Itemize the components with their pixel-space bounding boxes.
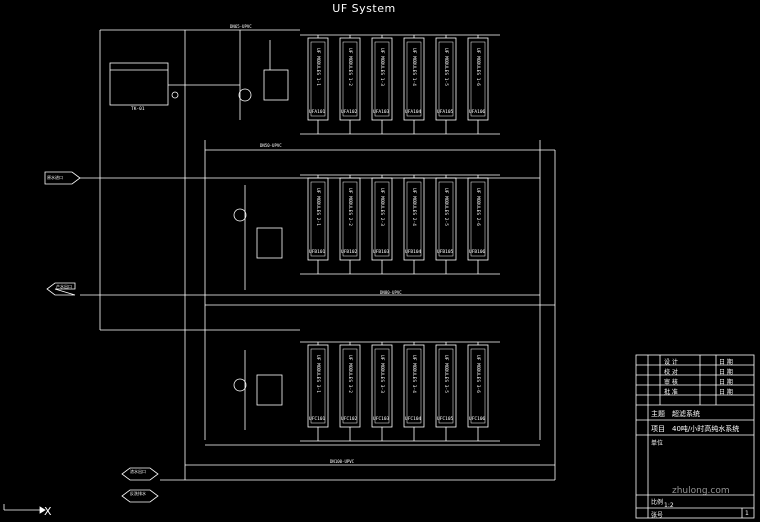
uf-module-label-2-1: UF MODULES 2-1 xyxy=(315,188,320,226)
uf-module-tag-1-6: UFA106 xyxy=(469,110,486,115)
axis-x-label: X xyxy=(44,505,52,518)
uf-module-core-2-5 xyxy=(438,181,454,257)
uf-module-tag-3-1: UFC101 xyxy=(309,417,326,422)
uf-module-label-2-4: UF MODULES 2-4 xyxy=(411,188,416,226)
tb-topic-label: 主题 xyxy=(651,410,665,418)
pump-2 xyxy=(233,208,247,222)
uf-module-tag-3-4: UFC104 xyxy=(405,417,422,422)
uf-module-tag-1-3: UFA103 xyxy=(373,110,390,115)
uf-module-core-3-5 xyxy=(438,348,454,424)
pipe-note-4: DN100-UPVC xyxy=(330,459,355,464)
uf-module-label-3-6: UF MODULES 3-6 xyxy=(475,355,480,393)
uf-module-tag-3-5: UFC105 xyxy=(437,417,454,422)
skid-2 xyxy=(256,227,283,259)
uf-module-label-1-3: UF MODULES 1-3 xyxy=(379,48,384,86)
diagram-title: UF System xyxy=(332,2,396,15)
uf-module-core-2-2 xyxy=(342,181,358,257)
uf-module-core-1-6 xyxy=(470,41,486,117)
tb-scale-value: 1:2 xyxy=(664,502,674,509)
uf-module-label-1-2: UF MODULES 1-2 xyxy=(347,48,352,86)
tb-row-4b: 日 期 xyxy=(719,389,733,396)
tb-row-1b: 日 期 xyxy=(719,359,733,366)
uf-module-label-1-6: UF MODULES 1-6 xyxy=(475,48,480,86)
uf-module-label-2-5: UF MODULES 2-5 xyxy=(443,188,448,226)
uf-module-core-2-4 xyxy=(406,181,422,257)
uf-module-label-1-4: UF MODULES 1-4 xyxy=(411,48,416,86)
outlet-arrow-mid xyxy=(46,282,76,296)
outlet-label-bot1: 浓水出口 xyxy=(130,469,146,474)
uf-module-label-2-2: UF MODULES 2-2 xyxy=(347,188,352,226)
uf-module-label-1-1: UF MODULES 1-1 xyxy=(315,48,320,86)
uf-module-label-2-3: UF MODULES 2-3 xyxy=(379,188,384,226)
tb-project-value: 40吨/小时高纯水系统 xyxy=(672,425,740,433)
pump-1 xyxy=(238,88,252,102)
uf-module-label-3-3: UF MODULES 3-3 xyxy=(379,355,384,393)
uf-module-tag-3-2: UFC102 xyxy=(341,417,358,422)
pipe-note-1: DN65-UPVC xyxy=(230,24,252,29)
inlet-label: 原水进口 xyxy=(47,175,63,180)
pipe-note-3: DN80-UPVC xyxy=(380,290,402,295)
uf-module-tag-2-3: UFB103 xyxy=(373,250,390,255)
tb-unit-label: 单位 xyxy=(651,440,664,447)
outlet-arrow-bot2 xyxy=(121,489,159,503)
uf-module-core-1-2 xyxy=(342,41,358,117)
outlet-label-mid: 产水出口 xyxy=(56,284,72,289)
uf-module-core-3-6 xyxy=(470,348,486,424)
skid-1 xyxy=(263,69,289,101)
watermark: zhulong.com xyxy=(672,486,730,496)
tb-sheet-value: 1 xyxy=(745,510,749,517)
uf-module-tag-1-4: UFA104 xyxy=(405,110,422,115)
tank-box xyxy=(109,62,169,106)
tb-row-4a: 批 准 xyxy=(664,389,678,396)
uf-module-core-1-1 xyxy=(310,41,326,117)
uf-module-tag-1-2: UFA102 xyxy=(341,110,358,115)
outlet-label-bot2: 反洗排水 xyxy=(130,491,146,496)
uf-module-tag-3-3: UFC103 xyxy=(373,417,390,422)
pipe-note-2: DN50-UPVC xyxy=(260,143,282,148)
tb-scale-label: 比例 xyxy=(651,499,664,506)
uf-module-core-3-3 xyxy=(374,348,390,424)
uf-module-tag-1-5: UFA105 xyxy=(437,110,454,115)
uf-module-core-1-3 xyxy=(374,41,390,117)
tb-sheet-label: 张号 xyxy=(651,512,664,519)
skid-3 xyxy=(256,374,283,406)
uf-module-tag-1-1: UFA101 xyxy=(309,110,326,115)
pump-3 xyxy=(233,378,247,392)
tb-topic-value: 超滤系统 xyxy=(672,410,700,418)
outlet-arrow-bot1 xyxy=(121,467,159,481)
uf-module-core-3-1 xyxy=(310,348,326,424)
tb-row-3a: 审 核 xyxy=(664,379,678,386)
uf-module-tag-2-4: UFB104 xyxy=(405,250,422,255)
uf-module-label-3-5: UF MODULES 3-5 xyxy=(443,355,448,393)
uf-module-tag-2-1: UFB101 xyxy=(309,250,326,255)
uf-module-tag-2-5: UFB105 xyxy=(437,250,454,255)
uf-module-core-2-1 xyxy=(310,181,326,257)
uf-module-label-3-4: UF MODULES 3-4 xyxy=(411,355,416,393)
title-block-frame xyxy=(635,354,755,519)
tb-row-2b: 日 期 xyxy=(719,369,733,376)
uf-module-core-3-2 xyxy=(342,348,358,424)
uf-module-core-2-3 xyxy=(374,181,390,257)
uf-module-tag-2-6: UFB106 xyxy=(469,250,486,255)
tb-row-2a: 校 对 xyxy=(664,369,678,376)
uf-module-tag-2-2: UFB102 xyxy=(341,250,358,255)
tb-row-1a: 设 计 xyxy=(664,359,678,366)
uf-module-label-1-5: UF MODULES 1-5 xyxy=(443,48,448,86)
uf-module-core-1-4 xyxy=(406,41,422,117)
uf-module-label-3-1: UF MODULES 3-1 xyxy=(315,355,320,393)
inlet-arrow-top xyxy=(44,171,81,185)
uf-module-tag-3-6: UFC106 xyxy=(469,417,486,422)
tb-row-3b: 日 期 xyxy=(719,379,733,386)
tank-label: TK-01 xyxy=(131,107,145,112)
uf-module-core-2-6 xyxy=(470,181,486,257)
uf-module-core-3-4 xyxy=(406,348,422,424)
uf-module-label-3-2: UF MODULES 3-2 xyxy=(347,355,352,393)
uf-module-core-1-5 xyxy=(438,41,454,117)
tb-project-label: 项目 xyxy=(651,425,665,433)
uf-module-label-2-6: UF MODULES 2-6 xyxy=(475,188,480,226)
